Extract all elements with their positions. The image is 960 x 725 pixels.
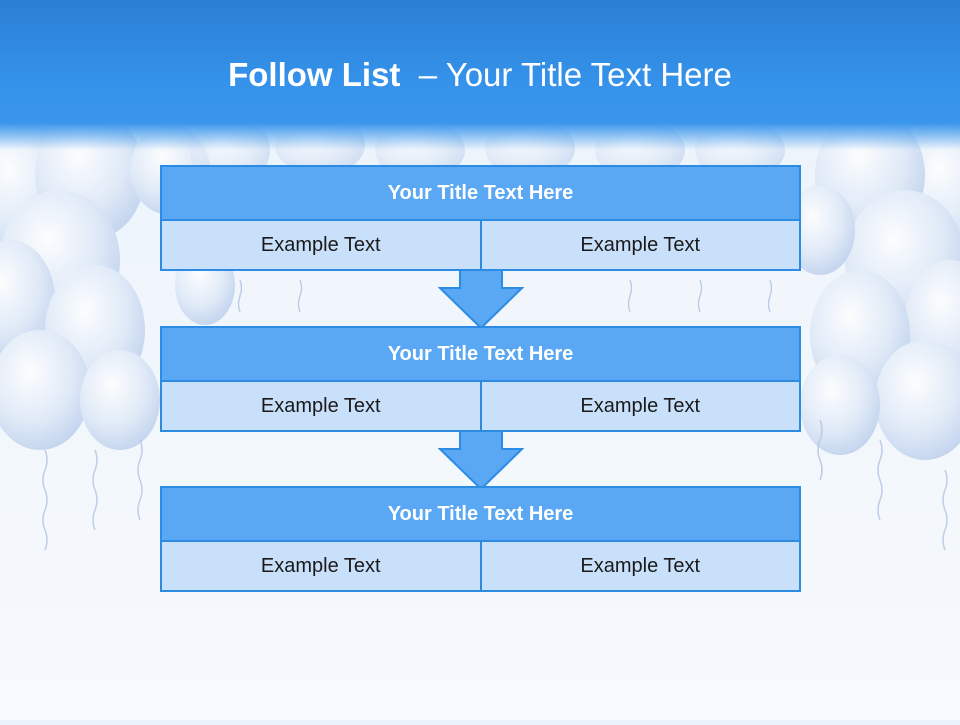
slide-title-bold: Follow List	[228, 56, 401, 93]
step-cell-right: Example Text	[481, 382, 801, 432]
step-title: Your Title Text Here	[160, 165, 801, 221]
step-block-2: Your Title Text Here Example Text Exampl…	[160, 326, 801, 432]
step-cell-left: Example Text	[160, 221, 482, 271]
slide-title: Follow List – Your Title Text Here	[0, 52, 960, 98]
header-band	[0, 0, 960, 150]
step-block-1: Your Title Text Here Example Text Exampl…	[160, 165, 801, 271]
step-block-3: Your Title Text Here Example Text Exampl…	[160, 486, 801, 592]
step-cell-right: Example Text	[481, 542, 801, 592]
step-cell-left: Example Text	[160, 542, 482, 592]
down-arrow-icon	[438, 431, 524, 491]
slide-title-rest: – Your Title Text Here	[418, 56, 732, 93]
step-row: Example Text Example Text	[160, 221, 801, 271]
step-title: Your Title Text Here	[160, 486, 801, 542]
step-title: Your Title Text Here	[160, 326, 801, 382]
step-row: Example Text Example Text	[160, 542, 801, 592]
down-arrow-icon	[438, 270, 524, 330]
step-cell-left: Example Text	[160, 382, 482, 432]
step-cell-right: Example Text	[481, 221, 801, 271]
step-row: Example Text Example Text	[160, 382, 801, 432]
